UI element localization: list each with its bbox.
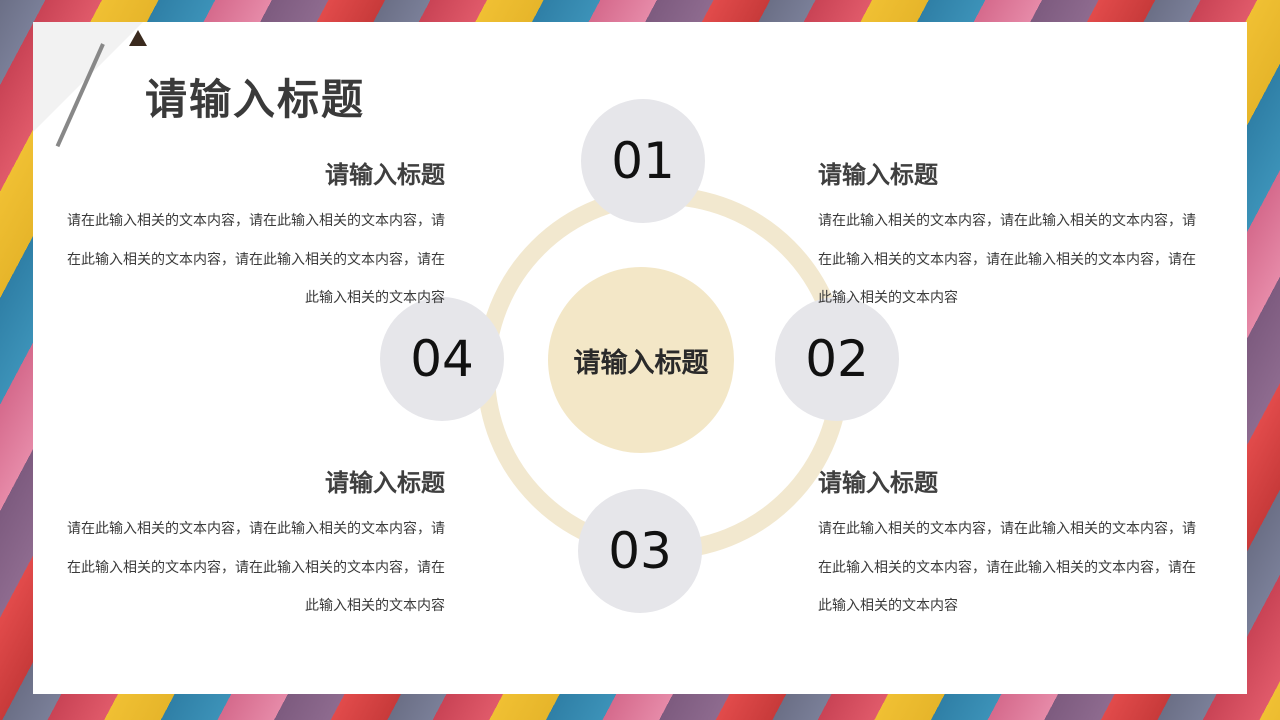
block-body: 请在此输入相关的文本内容，请在此输入相关的文本内容，请在此输入相关的文本内容，请… [67, 213, 445, 306]
number-circle-04: 04 [380, 297, 504, 421]
number-label: 02 [805, 330, 869, 388]
text-block-top-right: 请输入标题 请在此输入相关的文本内容，请在此输入相关的文本内容，请在此输入相关的… [818, 155, 1208, 318]
block-body: 请在此输入相关的文本内容，请在此输入相关的文本内容，请在此输入相关的文本内容，请… [818, 213, 1196, 306]
block-heading: 请输入标题 [818, 468, 938, 497]
number-circle-02: 02 [775, 297, 899, 421]
text-block-bottom-left: 请输入标题 请在此输入相关的文本内容，请在此输入相关的文本内容，请在此输入相关的… [55, 463, 445, 626]
block-body: 请在此输入相关的文本内容，请在此输入相关的文本内容，请在此输入相关的文本内容，请… [818, 521, 1196, 614]
block-heading: 请输入标题 [325, 468, 445, 497]
text-block-top-left: 请输入标题 请在此输入相关的文本内容，请在此输入相关的文本内容，请在此输入相关的… [55, 155, 445, 318]
number-label: 01 [611, 132, 675, 190]
text-block-bottom-right: 请输入标题 请在此输入相关的文本内容，请在此输入相关的文本内容，请在此输入相关的… [818, 463, 1208, 626]
corner-arrow-icon [129, 30, 147, 46]
block-body: 请在此输入相关的文本内容，请在此输入相关的文本内容，请在此输入相关的文本内容，请… [67, 521, 445, 614]
center-circle: 请输入标题 [548, 267, 734, 453]
number-label: 03 [608, 522, 672, 580]
number-circle-03: 03 [578, 489, 702, 613]
slide-card: 请输入标题 请输入标题 01 02 03 04 请输入标题 请在此输入相关的文本… [33, 22, 1247, 694]
number-label: 04 [410, 330, 474, 388]
page-title: 请输入标题 [145, 75, 366, 124]
number-circle-01: 01 [581, 99, 705, 223]
block-heading: 请输入标题 [325, 160, 445, 189]
center-label: 请输入标题 [573, 347, 709, 379]
block-heading: 请输入标题 [818, 160, 938, 189]
